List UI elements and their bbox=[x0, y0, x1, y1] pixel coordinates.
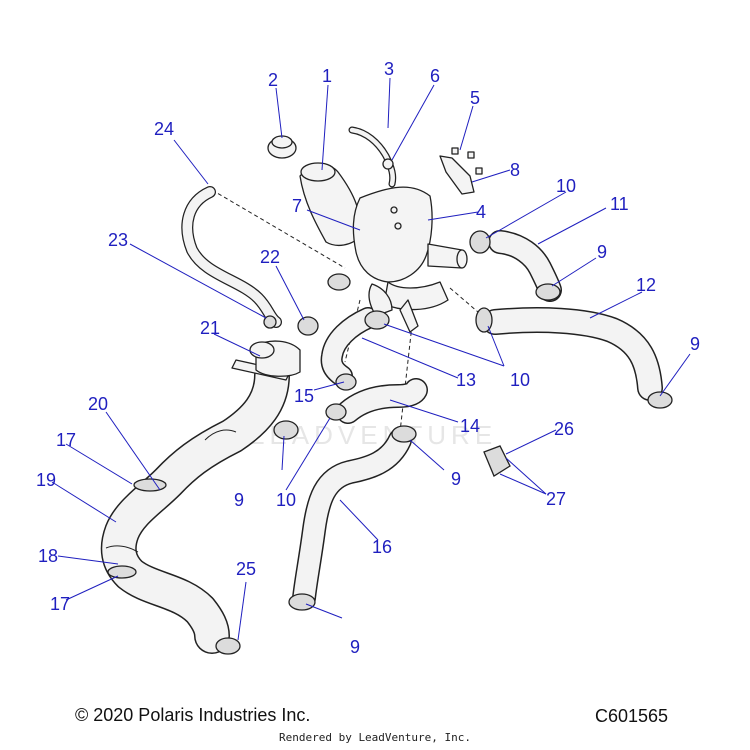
tube-3 bbox=[348, 126, 397, 188]
parts-diagram: LEADVENTURE bbox=[36, 59, 700, 657]
elbow-21 bbox=[231, 340, 301, 381]
rendered-by-text: Rendered by LeadVenture, Inc. bbox=[278, 731, 472, 744]
hose-19-20 bbox=[100, 357, 290, 654]
hose-14 bbox=[336, 378, 428, 424]
callout-5: 5 bbox=[470, 88, 480, 108]
clip-6 bbox=[382, 158, 394, 170]
hose-16 bbox=[292, 428, 412, 610]
callout-7: 7 bbox=[292, 196, 302, 216]
callout-11: 11 bbox=[610, 194, 629, 214]
callout-19: 19 bbox=[36, 470, 56, 490]
callout-9-e: 9 bbox=[350, 637, 360, 657]
callout-22: 22 bbox=[260, 247, 280, 267]
callout-10-b: 10 bbox=[510, 370, 530, 390]
callout-18: 18 bbox=[38, 546, 58, 566]
callout-25: 25 bbox=[236, 559, 256, 579]
callout-9-d: 9 bbox=[451, 469, 461, 489]
bracket-8 bbox=[439, 147, 483, 195]
leader-lines bbox=[51, 77, 691, 641]
callout-20: 20 bbox=[88, 394, 108, 414]
callout-12: 12 bbox=[636, 275, 656, 295]
callout-8: 8 bbox=[510, 160, 520, 180]
callout-6: 6 bbox=[430, 66, 440, 86]
callout-15: 15 bbox=[294, 386, 314, 406]
callout-16: 16 bbox=[372, 537, 392, 557]
callout-21: 21 bbox=[200, 318, 220, 338]
callout-14: 14 bbox=[460, 416, 480, 436]
callout-17-b: 17 bbox=[50, 594, 70, 614]
hose-23 bbox=[181, 186, 282, 328]
diagram-code: C601565 bbox=[595, 706, 669, 726]
copyright-text: © 2020 Polaris Industries Inc. bbox=[75, 705, 311, 725]
callout-13: 13 bbox=[456, 370, 476, 390]
callouts: 1 2 3 4 5 6 7 8 9 9 9 9 9 10 10 10 11 12… bbox=[36, 59, 700, 657]
callout-1: 1 bbox=[322, 66, 332, 86]
callout-26: 26 bbox=[554, 419, 574, 439]
callout-10-a: 10 bbox=[556, 176, 576, 196]
callout-2: 2 bbox=[268, 70, 278, 90]
callout-24: 24 bbox=[154, 119, 174, 139]
hose-13 bbox=[320, 307, 379, 387]
callout-10-c: 10 bbox=[276, 490, 296, 510]
clamps bbox=[107, 230, 673, 655]
callout-23: 23 bbox=[108, 230, 128, 250]
callout-27: 27 bbox=[546, 489, 566, 509]
cap-2 bbox=[267, 135, 297, 159]
reservoir-housing bbox=[299, 162, 468, 333]
callout-3: 3 bbox=[384, 59, 394, 79]
callout-9-a: 9 bbox=[597, 242, 607, 262]
callout-17-a: 17 bbox=[56, 430, 76, 450]
hose-12 bbox=[482, 307, 663, 401]
callout-9-c: 9 bbox=[234, 490, 244, 510]
callout-9-b: 9 bbox=[690, 334, 700, 354]
hose-11 bbox=[488, 230, 562, 302]
callout-4: 4 bbox=[476, 202, 486, 222]
